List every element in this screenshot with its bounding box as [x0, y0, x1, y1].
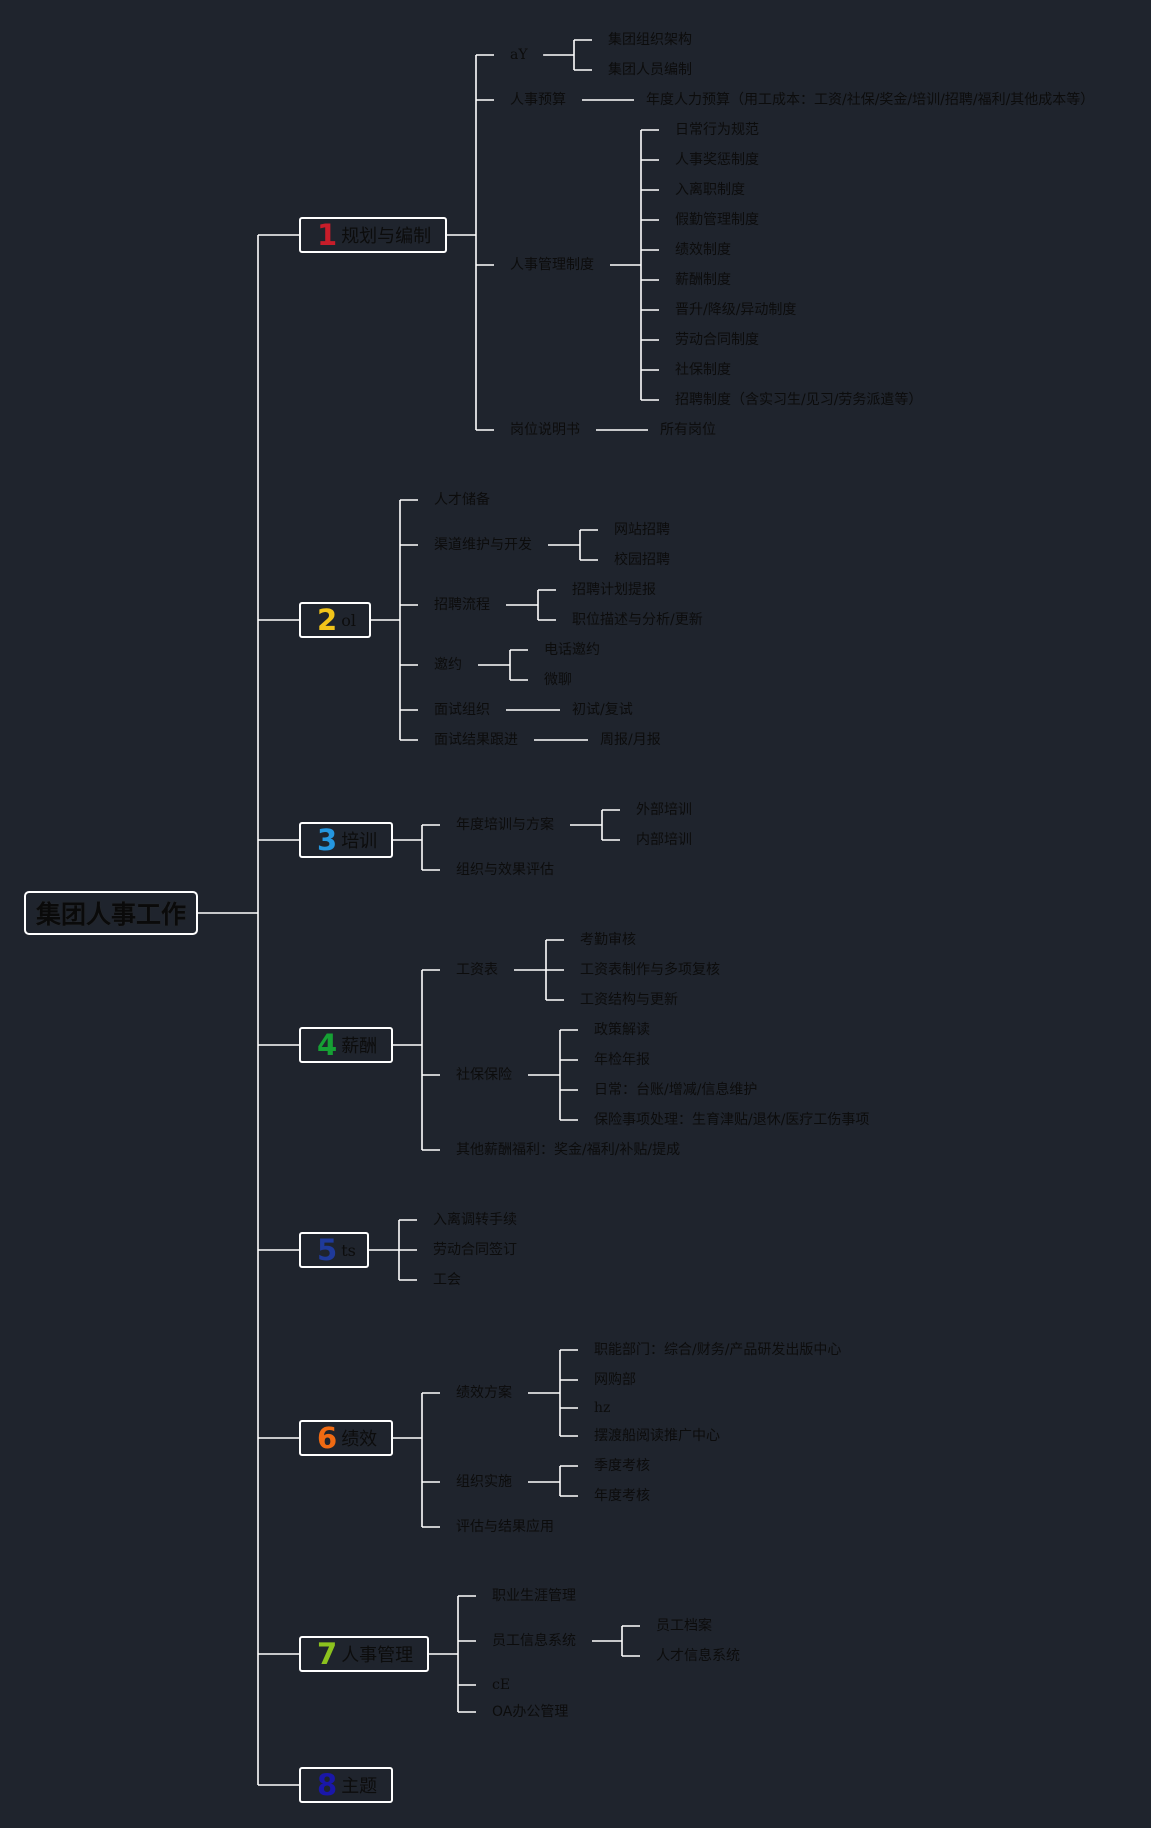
branch-number: 6 [317, 1421, 338, 1455]
item-7-2[interactable]: 员工信息系统 [492, 1633, 576, 1649]
item-2-6[interactable]: 面试结果跟进 [434, 732, 518, 748]
leaf-6-1-4[interactable]: 摆渡船阅读推广中心 [594, 1428, 720, 1444]
leaf-2-2-2[interactable]: 校园招聘 [614, 552, 670, 568]
item-5-3[interactable]: 工会 [433, 1272, 461, 1288]
leaf-4-1-1[interactable]: 考勤审核 [580, 932, 636, 948]
leaf-1-1-1[interactable]: 集团组织架构 [608, 32, 692, 48]
branch-number: 2 [317, 603, 338, 637]
leaf-4-2-2[interactable]: 年检年报 [594, 1052, 650, 1068]
branch-label: ol [341, 610, 356, 630]
item-4-1[interactable]: 工资表 [456, 962, 498, 978]
leaf-1-3-4[interactable]: 假勤管理制度 [675, 212, 759, 228]
branch-label: 薪酬 [341, 1036, 378, 1057]
item-1-2[interactable]: 人事预算 [510, 92, 566, 108]
branch-label: 培训 [341, 831, 378, 852]
leaf-1-3-9[interactable]: 社保制度 [675, 362, 731, 378]
item-2-5[interactable]: 面试组织 [434, 702, 490, 718]
item-5-1[interactable]: 入离调转手续 [433, 1212, 517, 1228]
item-6-3[interactable]: 评估与结果应用 [456, 1519, 554, 1535]
leaf-1-3-2[interactable]: 人事奖惩制度 [675, 152, 759, 168]
item-1-3[interactable]: 人事管理制度 [510, 257, 594, 273]
item-6-1[interactable]: 绩效方案 [456, 1385, 512, 1401]
item-4-3[interactable]: 其他薪酬福利：奖金/福利/补贴/提成 [456, 1142, 681, 1158]
leaf-4-2-4[interactable]: 保险事项处理：生育津贴/退休/医疗工伤事项 [594, 1112, 870, 1128]
leaf-1-1-2[interactable]: 集团人员编制 [608, 62, 692, 78]
leaf-2-4-2[interactable]: 微聊 [544, 672, 572, 688]
leaf-7-2-2[interactable]: 人才信息系统 [656, 1648, 740, 1664]
leaf-7-2-1[interactable]: 员工档案 [656, 1618, 712, 1634]
leaf-1-3-8[interactable]: 劳动合同制度 [675, 332, 759, 348]
leaf-1-3-10[interactable]: 招聘制度（含实习生/见习/劳务派遣等） [675, 392, 923, 408]
leaf-6-2-1[interactable]: 季度考核 [594, 1458, 650, 1474]
item-7-4[interactable]: OA办公管理 [492, 1704, 569, 1720]
leaf-4-1-3[interactable]: 工资结构与更新 [580, 992, 678, 1008]
leaf-6-1-3[interactable]: hz [594, 1400, 611, 1416]
branch-number: 1 [317, 218, 338, 252]
leaf-6-2-2[interactable]: 年度考核 [594, 1488, 650, 1504]
leaf-4-2-1[interactable]: 政策解读 [594, 1022, 650, 1038]
root-node[interactable]: 集团人事工作 [24, 891, 198, 935]
item-1-4[interactable]: 岗位说明书 [510, 422, 580, 438]
item-6-2[interactable]: 组织实施 [456, 1474, 512, 1490]
leaf-2-5-1[interactable]: 初试/复试 [572, 702, 633, 718]
leaf-1-2-1[interactable]: 年度人力预算（用工成本：工资/社保/奖金/培训/招聘/福利/其他成本等） [646, 92, 1095, 108]
leaf-1-3-5[interactable]: 绩效制度 [675, 242, 731, 258]
item-2-3[interactable]: 招聘流程 [434, 597, 490, 613]
item-3-2[interactable]: 组织与效果评估 [456, 862, 554, 878]
item-1-1[interactable]: aY [510, 47, 528, 63]
leaf-2-3-1[interactable]: 招聘计划提报 [572, 582, 656, 598]
leaf-3-1-1[interactable]: 外部培训 [636, 802, 692, 818]
leaf-6-1-2[interactable]: 网购部 [594, 1372, 636, 1388]
item-4-2[interactable]: 社保保险 [456, 1067, 512, 1083]
leaf-2-2-1[interactable]: 网站招聘 [614, 522, 670, 538]
item-2-2[interactable]: 渠道维护与开发 [434, 537, 532, 553]
leaf-2-3-2[interactable]: 职位描述与分析/更新 [572, 612, 703, 628]
item-7-1[interactable]: 职业生涯管理 [492, 1588, 576, 1604]
leaf-1-3-7[interactable]: 晋升/降级/异动制度 [675, 302, 797, 318]
branch-label: 规划与编制 [341, 226, 432, 247]
item-3-1[interactable]: 年度培训与方案 [456, 817, 554, 833]
leaf-2-6-1[interactable]: 周报/月报 [600, 732, 661, 748]
leaf-4-1-2[interactable]: 工资表制作与多项复核 [580, 962, 720, 978]
leaf-1-3-6[interactable]: 薪酬制度 [675, 272, 731, 288]
branch-number: 3 [317, 823, 338, 857]
item-2-1[interactable]: 人才储备 [434, 492, 490, 508]
leaf-1-3-1[interactable]: 日常行为规范 [675, 122, 759, 138]
leaf-3-1-2[interactable]: 内部培训 [636, 832, 692, 848]
leaf-4-2-3[interactable]: 日常：台账/增减/信息维护 [594, 1082, 758, 1098]
branch-number: 5 [317, 1233, 338, 1267]
branch-label: 绩效 [341, 1429, 378, 1450]
branch-number: 4 [317, 1028, 338, 1062]
branch-label: 人事管理 [341, 1645, 414, 1666]
branch-number: 8 [317, 1768, 338, 1802]
leaf-2-4-1[interactable]: 电话邀约 [544, 642, 600, 658]
branch-label: ts [341, 1240, 356, 1260]
leaf-1-4-1[interactable]: 所有岗位 [660, 422, 716, 438]
item-5-2[interactable]: 劳动合同签订 [433, 1242, 517, 1258]
leaf-6-1-1[interactable]: 职能部门：综合/财务/产品研发出版中心 [594, 1342, 842, 1358]
item-7-3[interactable]: cE [492, 1677, 511, 1693]
item-2-4[interactable]: 邀约 [434, 657, 462, 673]
branch-label: 主题 [341, 1776, 378, 1797]
leaf-1-3-3[interactable]: 入离职制度 [675, 182, 745, 198]
branch-number: 7 [317, 1637, 338, 1671]
